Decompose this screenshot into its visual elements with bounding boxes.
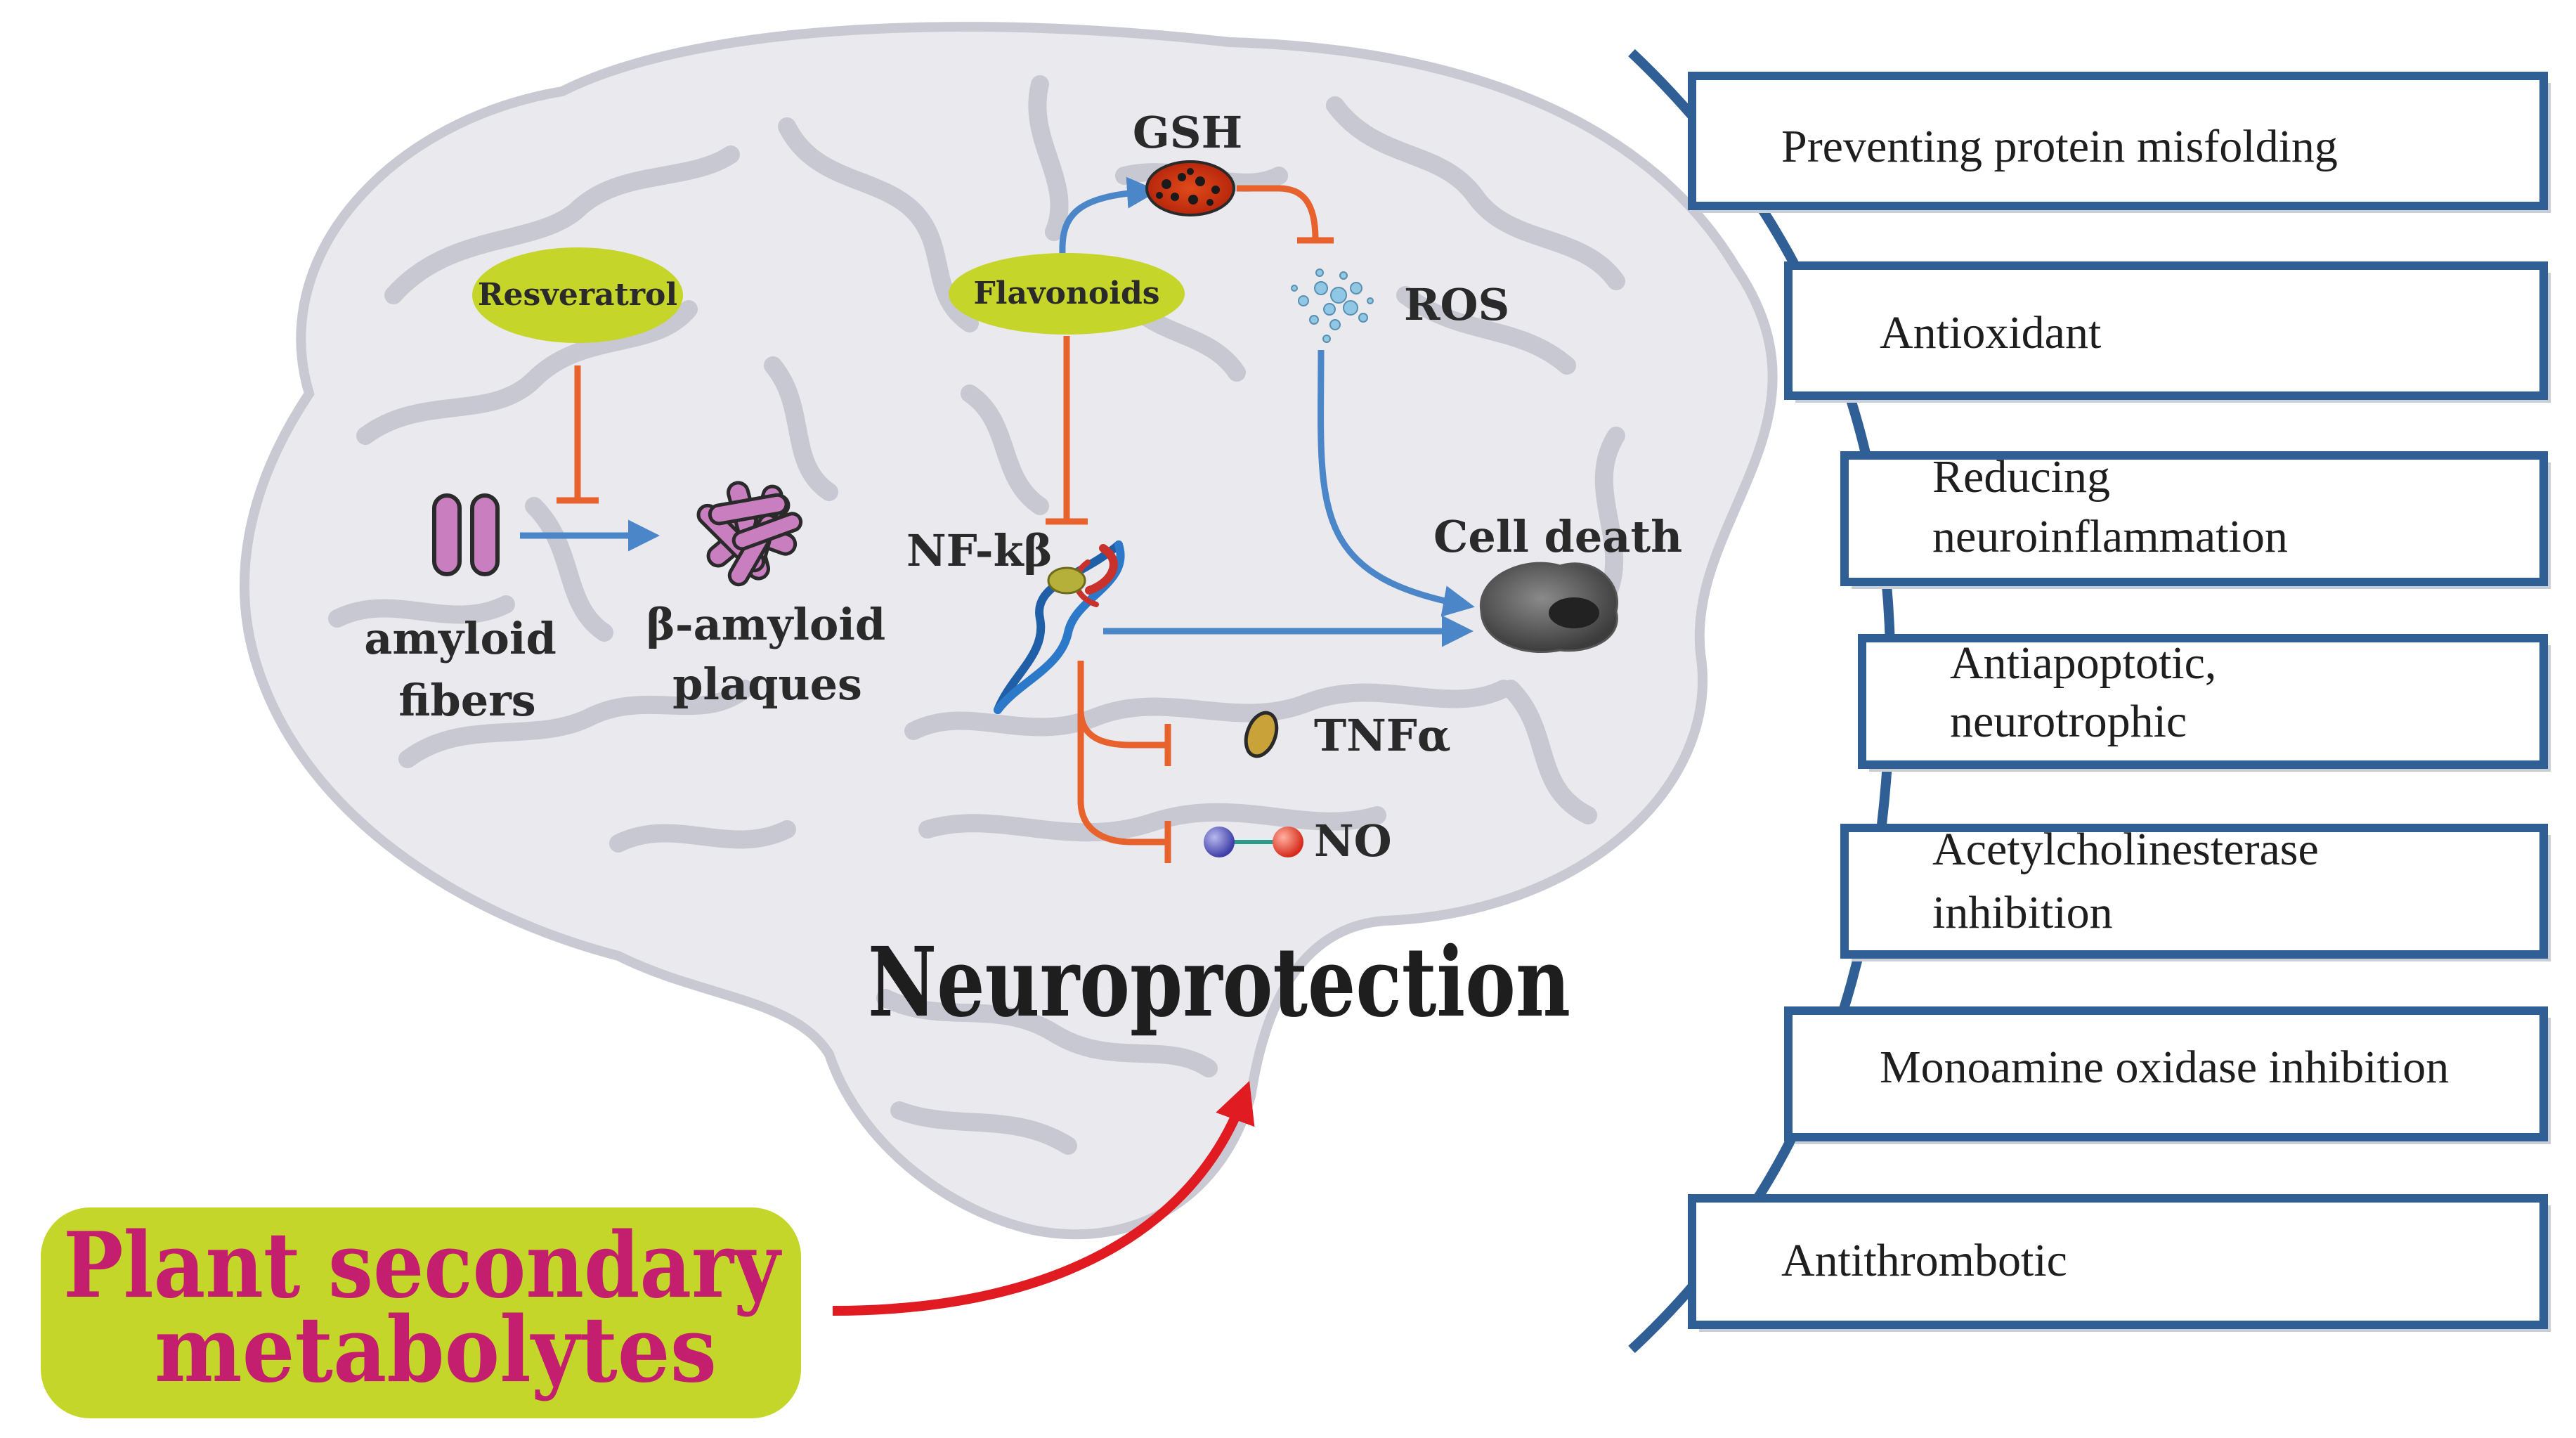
effect-label: Antiapoptotic, xyxy=(1950,637,2216,689)
effect-label: Antioxidant xyxy=(1880,307,2101,358)
ros-label: ROS xyxy=(1404,279,1509,330)
nfkb-inhibit-no-line xyxy=(1077,710,1166,846)
plaques-label-line1: β-amyloid xyxy=(646,599,886,650)
tnf-label: TNFα xyxy=(1314,710,1451,761)
effect-box xyxy=(1858,634,2548,769)
amyloid-plaques-icon xyxy=(696,481,803,587)
no-label: NO xyxy=(1314,815,1392,867)
effect-label: neuroinflammation xyxy=(1932,511,2288,562)
effect-item: Monoamine oxidase inhibition xyxy=(1784,1006,2551,1144)
plant-metabolytes-box xyxy=(41,1207,801,1418)
gsh-molecule-icon xyxy=(1145,160,1235,216)
effect-item: Preventing protein misfolding xyxy=(1688,72,2551,213)
resveratrol-label: Resveratrol xyxy=(478,277,677,313)
flavonoid-pathway: Flavonoids GSH ROS xyxy=(949,107,1509,617)
effect-label: neurotrophic xyxy=(1950,696,2187,747)
effect-box xyxy=(1840,824,2548,959)
effect-label: Antithrombotic xyxy=(1781,1235,2067,1286)
effect-box xyxy=(1784,1006,2548,1141)
metabolytes-to-neuroprotection-arrow xyxy=(832,1080,1255,1316)
effect-box xyxy=(1688,1194,2548,1329)
resveratrol-pathway: Resveratrol amyloid fibers β-amyloid pla… xyxy=(364,247,885,726)
effect-label: Reducing xyxy=(1932,451,2110,503)
ros-particles-icon xyxy=(1291,268,1374,343)
amyloid-fibers-label-line1: amyloid xyxy=(364,613,557,664)
amyloid-fibers-icon xyxy=(432,493,500,576)
amyloid-fibers-label-line2: fibers xyxy=(398,675,535,726)
ros-to-cell-death-arrow xyxy=(1318,349,1475,617)
effect-item: Antioxidant xyxy=(1784,261,2551,403)
flavonoids-to-gsh-arrow xyxy=(1059,176,1159,254)
effects-panel: Preventing protein misfoldingAntioxidant… xyxy=(1688,72,2551,1332)
no-molecule-icon xyxy=(1204,827,1303,857)
effect-label: Acetylcholinesterase xyxy=(1932,824,2319,875)
nfkb-pathway: NF-kβ TNFα NO Cell death xyxy=(906,511,1682,867)
effect-item: Antithrombotic xyxy=(1688,1194,2551,1332)
effect-label: inhibition xyxy=(1932,887,2113,938)
dead-cell-icon xyxy=(1479,562,1618,654)
effect-item: Acetylcholinesterase inhibition xyxy=(1840,824,2551,961)
effect-label: Monoamine oxidase inhibition xyxy=(1880,1042,2449,1093)
nfkb-label: NF-kβ xyxy=(906,525,1053,576)
plaques-label-line2: plaques xyxy=(672,659,862,710)
effect-box xyxy=(1784,261,2548,400)
effect-box xyxy=(1840,451,2548,586)
cell-death-label: Cell death xyxy=(1433,511,1682,562)
tnf-molecule-icon xyxy=(1244,711,1279,758)
gsh-label: GSH xyxy=(1133,107,1242,158)
gsh-inhibit-ros-line xyxy=(1237,185,1319,240)
effect-item: Antiapoptotic, neurotrophic xyxy=(1858,634,2551,772)
effect-label: Preventing protein misfolding xyxy=(1781,121,2338,172)
resveratrol-pill xyxy=(472,247,683,343)
effect-item: Reducing neuroinflammation xyxy=(1840,451,2551,589)
nfkb-protein-icon xyxy=(1047,566,1086,595)
flavonoids-pill xyxy=(949,253,1185,335)
plant-metabolytes-line2: metabolytes xyxy=(155,1297,717,1403)
effect-box xyxy=(1688,72,2548,210)
neuroprotection-title: Neuroprotection xyxy=(868,926,1570,1039)
plant-metabolytes-line1: Plant secondary xyxy=(63,1213,782,1319)
flavonoids-label: Flavonoids xyxy=(974,276,1160,311)
